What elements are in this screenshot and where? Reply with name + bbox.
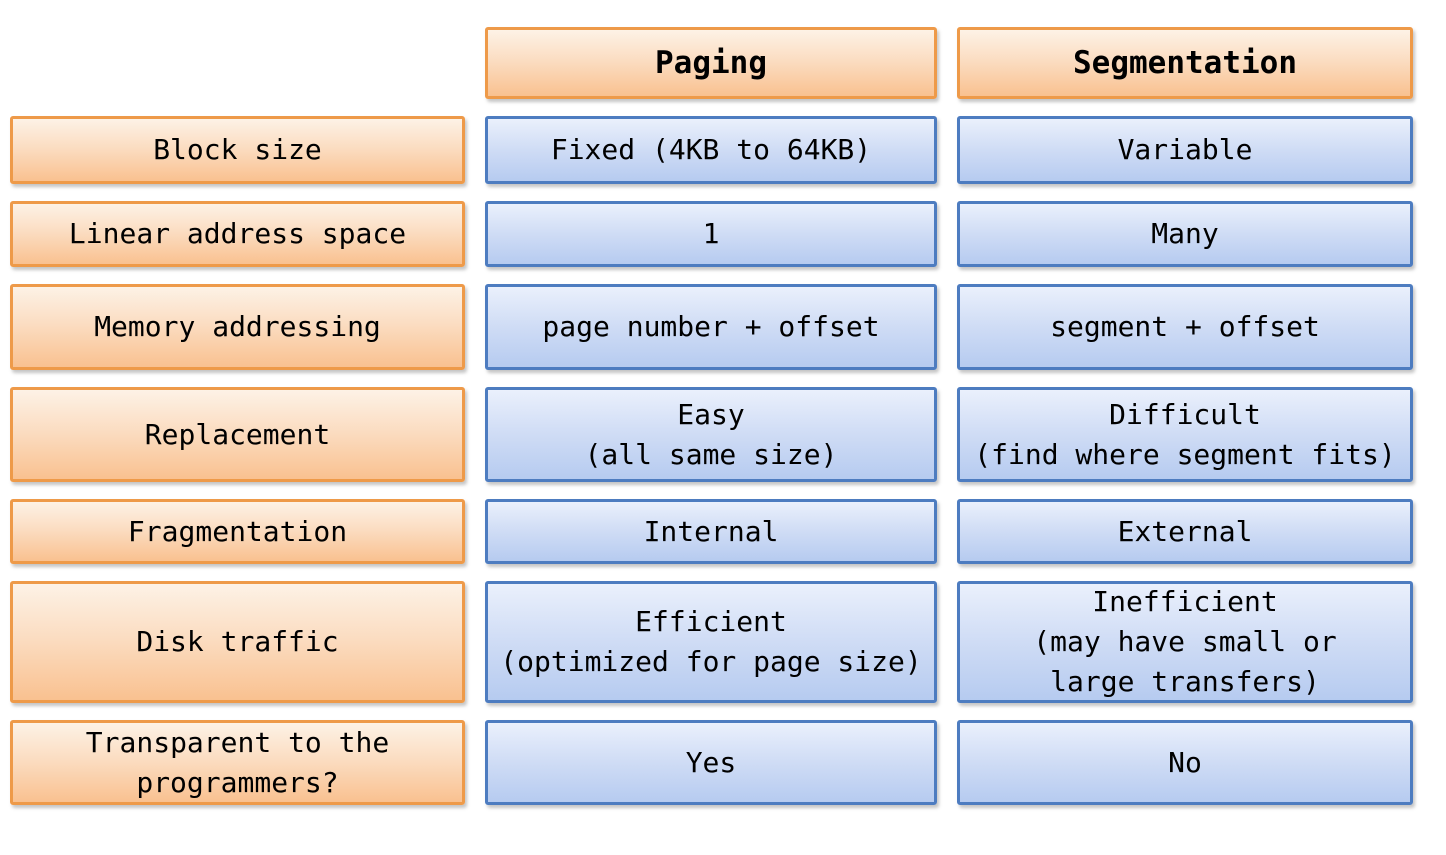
- row-label-transparency: Transparent to the programmers?: [10, 720, 465, 805]
- row-label-block-size: Block size: [10, 116, 465, 184]
- cell-paging-block-size: Fixed (4KB to 64KB): [485, 116, 937, 184]
- cell-paging-fragmentation: Internal: [485, 499, 937, 564]
- row-label-disk-traffic: Disk traffic: [10, 581, 465, 703]
- column-header-paging: Paging: [485, 27, 937, 99]
- row-label-linear-address-space: Linear address space: [10, 201, 465, 267]
- row-label-memory-addressing: Memory addressing: [10, 284, 465, 370]
- cell-segmentation-memory-addressing: segment + offset: [957, 284, 1413, 370]
- header-empty-corner: [10, 27, 465, 99]
- cell-segmentation-fragmentation: External: [957, 499, 1413, 564]
- cell-segmentation-transparency: No: [957, 720, 1413, 805]
- cell-paging-transparency: Yes: [485, 720, 937, 805]
- cell-paging-disk-traffic: Efficient (optimized for page size): [485, 581, 937, 703]
- row-label-fragmentation: Fragmentation: [10, 499, 465, 564]
- cell-segmentation-disk-traffic: Inefficient (may have small or large tra…: [957, 581, 1413, 703]
- cell-paging-replacement: Easy (all same size): [485, 387, 937, 482]
- cell-segmentation-linear-address-space: Many: [957, 201, 1413, 267]
- cell-segmentation-block-size: Variable: [957, 116, 1413, 184]
- column-header-segmentation: Segmentation: [957, 27, 1413, 99]
- cell-paging-memory-addressing: page number + offset: [485, 284, 937, 370]
- cell-paging-linear-address-space: 1: [485, 201, 937, 267]
- cell-segmentation-replacement: Difficult (find where segment fits): [957, 387, 1413, 482]
- row-label-replacement: Replacement: [10, 387, 465, 482]
